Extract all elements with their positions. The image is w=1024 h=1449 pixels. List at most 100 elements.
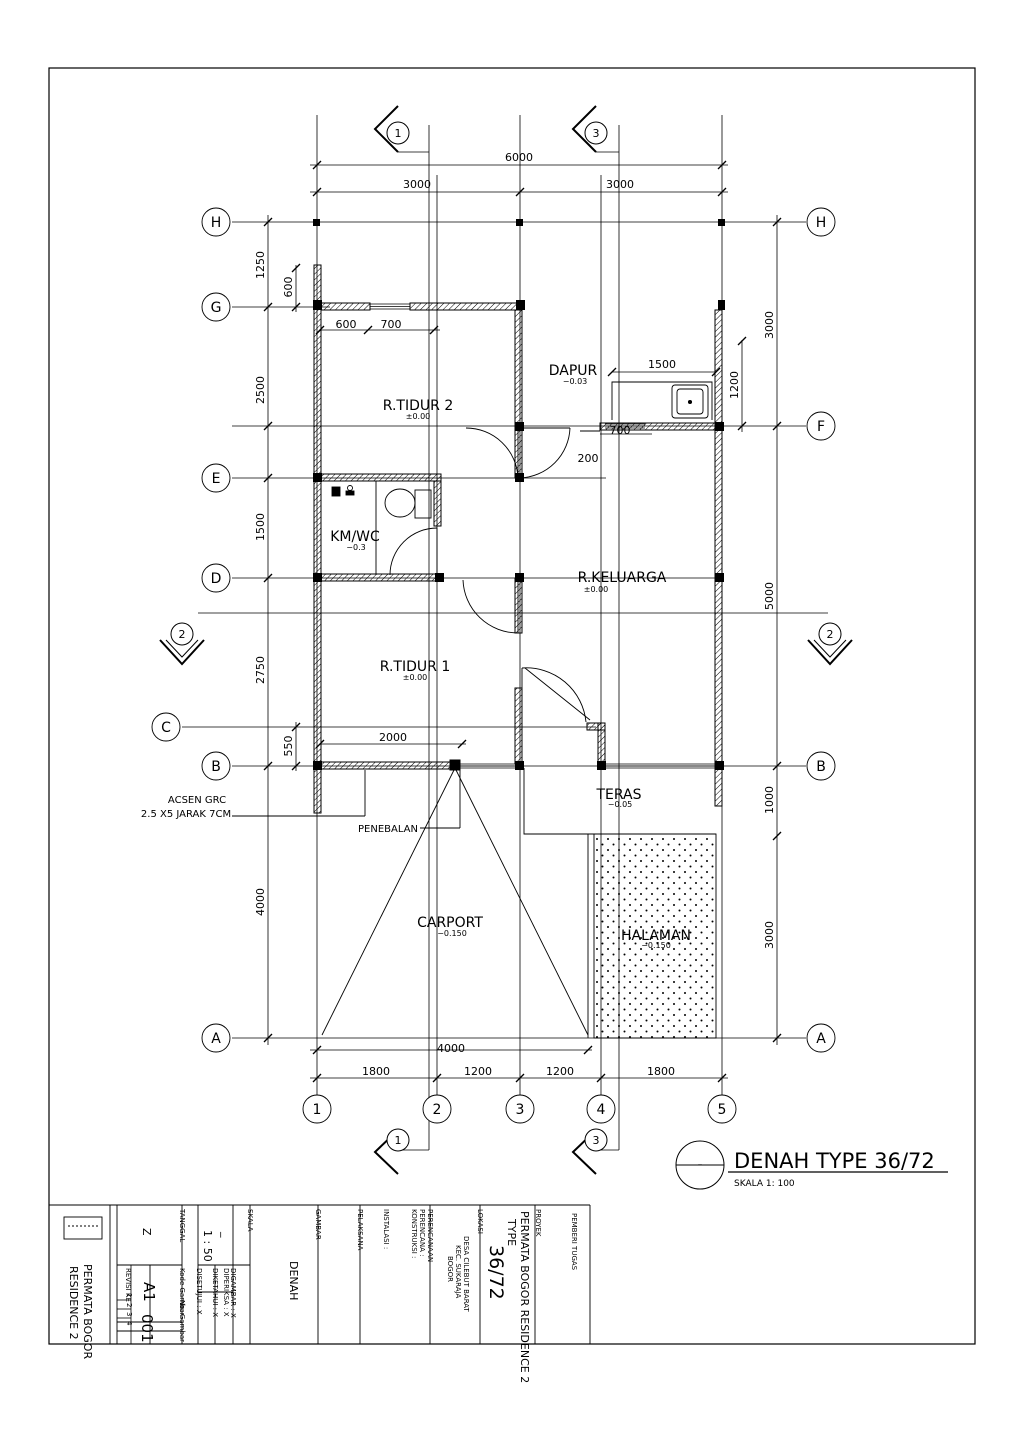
- tb-lokasi-2: KEC. SUKARAJA: [454, 1245, 462, 1298]
- wall-posts: [313, 219, 725, 770]
- section-label-1-bottom: 1: [395, 1134, 402, 1147]
- grid-lines: [182, 115, 828, 1151]
- dim-bottom-3: 1200: [546, 1065, 574, 1078]
- bathroom-fixtures: [331, 481, 432, 575]
- room-kmwc-name: KM/WC: [330, 529, 380, 545]
- tb-no-value: 001: [138, 1314, 156, 1343]
- tb-z-mark: Z: [140, 1228, 153, 1236]
- section-markers: [159, 105, 853, 1175]
- room-teras-name: TERAS: [595, 787, 641, 803]
- tb-kode-value: A1: [140, 1282, 158, 1302]
- halaman-dotted-area: [593, 833, 717, 1039]
- tb-revisi-label: REVISI KE: [124, 1268, 132, 1302]
- room-keluarga-level: ±0.00: [584, 585, 609, 594]
- dim-right-1200: 1200: [728, 371, 741, 399]
- tb-revisi-3: 3: [125, 1312, 133, 1316]
- tb-perencana: PERENCANA :: [418, 1209, 426, 1256]
- grid-label-5: 5: [718, 1102, 727, 1118]
- tb-digambar: DIGAMBAR : X: [229, 1268, 237, 1318]
- tb-konstruksi: KONSTRUKSI :: [410, 1209, 418, 1258]
- note-acsen-1: ACSEN GRC: [168, 795, 226, 806]
- tb-proyek-type: TYPE: [505, 1218, 518, 1246]
- drawing-scale: SKALA 1: 100: [734, 1179, 795, 1189]
- dim-left-5: 4000: [254, 888, 267, 916]
- tb-skala-label: SKALA: [246, 1209, 254, 1232]
- tb-revisi-2: 2: [125, 1303, 133, 1307]
- grid-label-2: 2: [433, 1102, 442, 1118]
- grid-label-b-right: B: [816, 759, 826, 775]
- section-label-3-bottom: 3: [593, 1134, 600, 1147]
- dim-left-600: 600: [282, 277, 295, 298]
- room-dapur-name: DAPUR: [549, 363, 598, 379]
- room-carport-level: −0.150: [437, 929, 467, 938]
- tb-no-label: No. Gambar: [178, 1300, 186, 1342]
- dim-left-4: 2750: [254, 656, 267, 684]
- room-dapur-level: −0.03: [563, 377, 588, 386]
- dim-left-3: 1500: [254, 513, 267, 541]
- note-acsen-2: 2.5 X5 JARAK 7CM: [141, 809, 231, 820]
- tb-diketahui: DIKETAHUI : X: [211, 1268, 219, 1317]
- dim-left-550: 550: [282, 736, 295, 757]
- grid-label-g: G: [211, 300, 222, 316]
- note-penebalan: PENEBALAN: [358, 824, 418, 835]
- windows: [370, 303, 716, 769]
- dim-right-4: 3000: [763, 921, 776, 949]
- tb-proyek-label: PROYEK: [534, 1209, 542, 1237]
- dim-right-2: 5000: [763, 582, 776, 610]
- grid-label-h-right: H: [816, 215, 827, 231]
- drawing-title-dash: -: [697, 1157, 702, 1173]
- doors: [389, 427, 591, 723]
- tb-proyek-2: 36/72: [485, 1245, 507, 1300]
- room-halaman-level: −0.150: [641, 941, 671, 950]
- tb-skala-value: 1 : 50: [201, 1230, 214, 1262]
- drawing-title: DENAH TYPE 36/72: [734, 1149, 935, 1173]
- kitchen-counter: [580, 381, 713, 432]
- grid-label-1: 1: [313, 1102, 322, 1118]
- title-block-frame: [49, 1204, 591, 1344]
- grid-label-d: D: [211, 571, 222, 587]
- tb-skala-dash: _: [220, 1231, 233, 1238]
- tb-gambar-label: GAMBAR: [314, 1209, 322, 1240]
- dim-window-600: 600: [336, 318, 357, 331]
- tb-gambar-value: DENAH: [287, 1261, 300, 1300]
- grid-label-a-left: A: [211, 1031, 221, 1047]
- tb-revisi-4: 4: [125, 1321, 133, 1326]
- dim-top-left: 3000: [403, 178, 431, 191]
- dim-top-right: 3000: [606, 178, 634, 191]
- room-tidur1-name: R.TIDUR 1: [380, 659, 450, 675]
- tb-lokasi-3: BOGOR: [446, 1256, 454, 1282]
- grid-label-f: F: [817, 419, 825, 435]
- sheet-border: [48, 67, 976, 1345]
- tb-lokasi-label: LOKASI: [476, 1209, 484, 1234]
- room-halaman-name: HALAMAN: [621, 928, 691, 944]
- grid-bubbles: [151, 207, 836, 1124]
- tb-pemberi-tugas: PEMBERI TUGAS: [570, 1213, 578, 1271]
- dim-bottom-4: 1800: [647, 1065, 675, 1078]
- room-kmwc-level: −0.3: [346, 543, 365, 552]
- tb-perencanaan-label: PERENCANAAN: [426, 1209, 434, 1262]
- tb-footer-2: RESIDENCE 2: [67, 1266, 80, 1340]
- dim-left-1: 1250: [254, 251, 267, 279]
- tb-instalasi: INSTALASI :: [382, 1209, 390, 1249]
- section-label-2-right: 2: [827, 628, 834, 641]
- dim-right-3: 1000: [763, 786, 776, 814]
- section-label-2-left: 2: [179, 628, 186, 641]
- dimension-lines: [267, 164, 778, 1079]
- tb-proyek-1: PERMATA BOGOR RESIDENCE 2: [518, 1211, 531, 1383]
- room-tidur2-level: ±0.00: [406, 412, 431, 421]
- room-teras-level: −0.05: [608, 800, 633, 809]
- section-label-3-top: 3: [593, 127, 600, 140]
- grid-label-3: 3: [516, 1102, 525, 1118]
- tb-tanggal-label: TANGGAL: [178, 1208, 186, 1242]
- grid-label-h-left: H: [211, 215, 222, 231]
- dim-top-total: 6000: [505, 151, 533, 164]
- dim-window-700: 700: [381, 318, 402, 331]
- grid-label-c: C: [161, 720, 171, 736]
- tb-disetujui: DISETUJUI : X: [195, 1268, 203, 1315]
- grid-label-a-right: A: [816, 1031, 826, 1047]
- dim-right-1: 3000: [763, 311, 776, 339]
- dim-left-2: 2500: [254, 376, 267, 404]
- drawing-title-block: [675, 1140, 948, 1190]
